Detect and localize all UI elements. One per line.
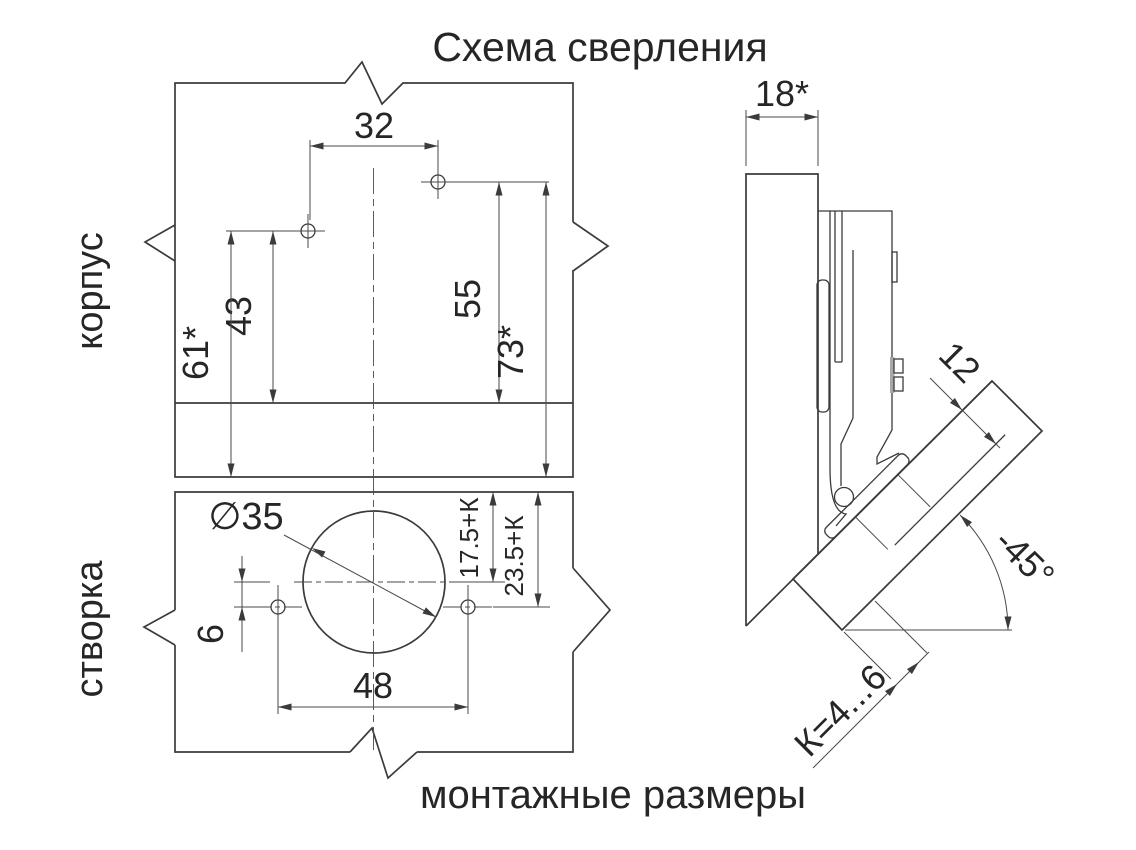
- drawing-title: Схема сверления: [432, 24, 767, 70]
- adjustment-screw: [890, 357, 904, 393]
- svg-text:17.5+К: 17.5+К: [454, 498, 484, 579]
- door-panel-outline: [142, 491, 612, 780]
- door-hole-right: [443, 585, 493, 714]
- dim-door-hole-spacing: 48: [278, 665, 468, 711]
- svg-text:6: 6: [190, 624, 231, 644]
- dim-cup-axis-to-holes: 6: [190, 556, 270, 652]
- svg-text:12: 12: [931, 334, 988, 391]
- hinge-side-view: 18*: [745, 73, 1063, 769]
- cabinet-panel-outline: [143, 60, 610, 478]
- svg-text:32: 32: [354, 105, 394, 146]
- dim-hole2-to-bottom: 73*: [490, 182, 550, 477]
- dim-hole-spacing: 32: [309, 105, 439, 220]
- svg-text:∅35: ∅35: [208, 496, 283, 538]
- dim-hole-to-bottom: 61*: [175, 231, 235, 477]
- svg-text:К=4...6: К=4...6: [786, 656, 894, 764]
- hinge-cup: [824, 434, 1006, 550]
- dim-door-overlay: 12: [929, 334, 1001, 449]
- cabinet-panel-view: 32 43 61* 55 73*: [69, 60, 610, 478]
- svg-text:23.5+К: 23.5+К: [499, 516, 529, 597]
- dim-gap: К=4...6: [786, 600, 930, 769]
- dim-cup-diameter: ∅35: [208, 496, 438, 621]
- door-hole-left: [253, 585, 303, 714]
- dim-cup-center-offset: 17.5+К: [454, 492, 505, 583]
- svg-text:55: 55: [447, 279, 488, 319]
- door-panel-label: створка: [69, 560, 111, 698]
- dim-hole-to-front: 43: [218, 231, 277, 403]
- cabinet-hole-left: [291, 214, 325, 248]
- cabinet-panel-label: корпус: [69, 232, 111, 349]
- svg-text:18*: 18*: [755, 73, 809, 114]
- dim-hole2-to-front: 55: [447, 182, 503, 403]
- dim-hole-line-offset: 23.5+К: [493, 492, 550, 608]
- svg-text:48: 48: [353, 665, 393, 706]
- side-panel-outline: [745, 173, 819, 626]
- footer-label: монтажные размеры: [420, 773, 806, 817]
- dim-panel-thickness: 18*: [745, 73, 819, 166]
- svg-text:73*: 73*: [490, 325, 531, 379]
- svg-text:43: 43: [218, 296, 259, 336]
- door-leaf-outline: [791, 379, 1044, 632]
- dim-opening-angle: -45°: [845, 512, 1063, 631]
- door-panel-view: ∅35 6 48 17.5+К: [69, 491, 612, 780]
- svg-text:61*: 61*: [175, 326, 216, 380]
- hinge-body: [816, 210, 904, 527]
- hinge-pivot: [833, 486, 855, 508]
- cabinet-hole-right: [421, 165, 455, 199]
- svg-text:-45°: -45°: [987, 520, 1063, 596]
